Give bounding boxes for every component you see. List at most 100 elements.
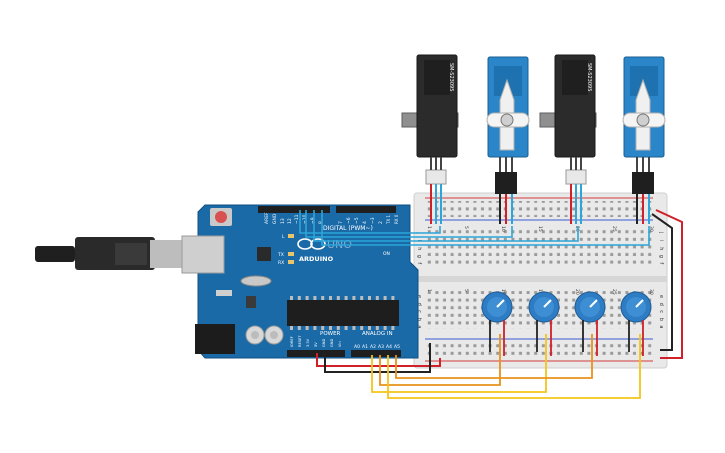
chip-pin [336,326,340,330]
chip-pin [329,326,332,330]
col-number-15: 15 [537,289,543,295]
brand-label: ARDUINO [299,255,334,263]
chip-pin [297,296,301,300]
potentiometer-3[interactable] [574,291,606,323]
chip-pin [321,296,325,300]
arduino-board: AREF GND 13 12 ~11 ~10 ~9 8 7 ~6 ~5 4 ~3… [35,204,419,359]
col-number-30: 30 [648,289,654,295]
row-letter-d: d [416,303,422,306]
row-letter-f: f [658,262,664,264]
pin-rx-label: RX 0 [394,214,399,224]
reset-button[interactable] [215,211,227,223]
chip-pin [368,326,371,330]
digital-header-left [258,206,330,213]
pin-gnd2-label: GND [330,339,334,347]
chip-pin [290,296,293,300]
row-letter-j: j [416,231,422,233]
col-number-15: 15 [537,226,543,232]
col-number-5: 5 [463,226,469,229]
pin-7-label: 7 [338,221,344,224]
pin-aref-label: AREF [264,212,270,224]
pin-4-label: 4 [362,221,368,224]
pin-5v-label: 5V [314,342,318,347]
row-letter-e: e [416,295,422,298]
top-power-rail [425,201,653,217]
chip-pin [305,326,309,330]
led-l-label: L [282,234,285,240]
pin-9-label: ~9 [310,217,316,224]
chip-pin [329,296,332,300]
row-letter-g: g [658,255,664,258]
pin-10-label: ~10 [302,214,308,224]
chip-pin [336,296,340,300]
pin-2-label: 2 [378,221,384,224]
row-letter-h: h [416,247,422,250]
row-letter-c: c [658,310,664,313]
pin-a1-label: A1 [362,344,368,350]
row-letter-j: j [658,231,664,233]
chip-pin [360,326,364,330]
usb-cable [35,235,225,274]
chip-pin [391,326,395,330]
pin-tx-label: TX 1 [386,215,391,225]
chip-pin [391,296,395,300]
chip-pin [313,296,317,300]
col-number-10: 10 [500,289,506,295]
chip-pin [290,326,293,330]
chip-pin [352,296,356,300]
servo-leads [430,157,650,224]
chip-pin [360,296,364,300]
chip-pin [305,296,309,300]
col-number-1: 1 [426,289,432,292]
digital-header-right [336,206,396,213]
bottom-power-rail [425,342,653,358]
servo-1: SM-S2309S [401,54,459,185]
potentiometer-1[interactable] [481,291,513,323]
row-letter-f: f [416,262,422,264]
row-letter-g: g [416,255,422,258]
pin-12-label: 12 [287,218,293,224]
pin-a3-label: A3 [378,344,384,350]
chip-pin [368,296,371,300]
pin-6-label: ~6 [346,217,352,224]
row-letter-b: b [416,318,422,321]
chip-pin [297,326,301,330]
chip-pin [375,296,379,300]
col-number-20: 20 [574,289,580,295]
analog-wires [371,334,641,399]
pin-ioref-label: IOREF [290,336,294,347]
chip-pin [344,296,348,300]
analog-header [351,350,401,357]
row-letter-e: e [658,295,664,298]
led-rx-label: RX [278,260,284,266]
potentiometer-2[interactable] [528,291,560,323]
pin-a5-label: A5 [394,344,400,350]
servo-3-model-label: SM-S2309S [586,63,592,91]
col-number-25: 25 [611,226,617,232]
col-number-20: 20 [574,226,580,232]
power-jack [195,324,235,354]
potentiometer-4[interactable] [620,291,652,323]
pin-a4-label: A4 [386,344,392,350]
col-number-25: 25 [611,289,617,295]
pin-vin-label: Vin [338,341,342,347]
pin-13-label: 13 [280,218,286,224]
chip-pin [313,326,317,330]
pin-5-label: ~5 [354,217,360,224]
row-letter-i: i [658,240,664,241]
pin-a2-label: A2 [370,344,376,350]
signal-wires [299,210,650,246]
analog-in-label: ANALOG IN [362,331,393,337]
col-number-10: 10 [500,226,506,232]
pot-leg-wires [489,320,644,356]
col-number-5: 5 [463,289,469,292]
chip-pin [375,326,379,330]
row-letter-h: h [658,247,664,250]
center-channel [414,276,667,282]
pin-gnd-label: GND [272,213,278,224]
servo-3: SM-S2309S [539,54,597,185]
pin-3-label: ~3 [370,217,376,224]
col-number-1: 1 [426,226,432,229]
row-letter-a: a [658,325,664,328]
pin-gnd1-label: GND [322,339,326,347]
